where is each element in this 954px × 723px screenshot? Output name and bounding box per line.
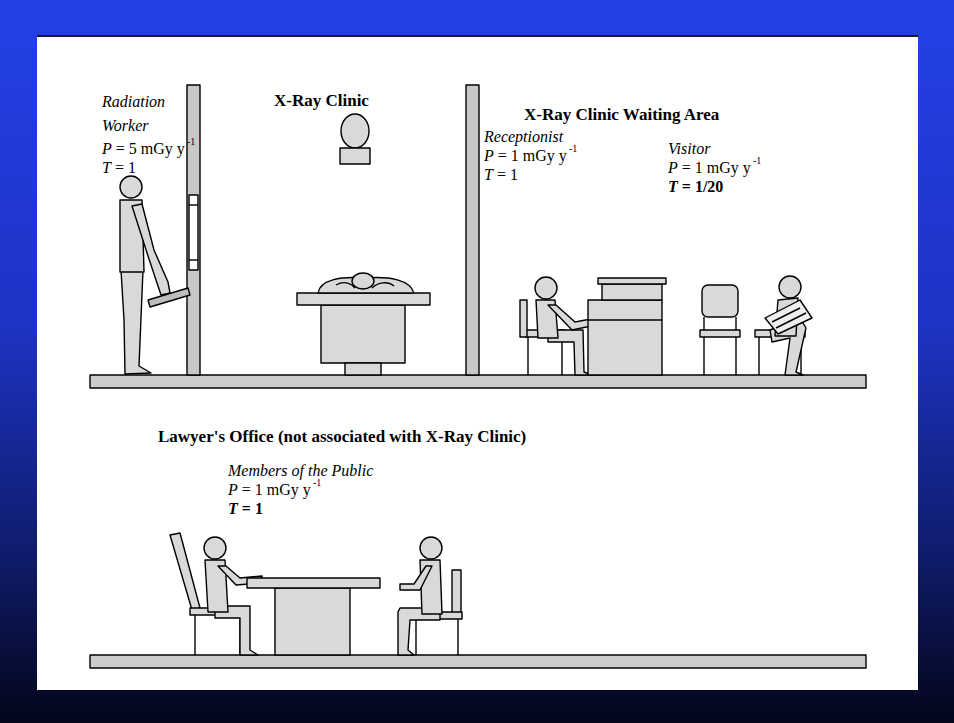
- occupancy-factor: T = 1/20: [668, 178, 723, 196]
- dose-limit: P = 1 mGy y: [228, 481, 311, 499]
- role-label: Visitor: [668, 140, 710, 158]
- role-label: Radiation Worker: [102, 90, 172, 138]
- shield-wall: [466, 85, 479, 375]
- role-label: Receptionist: [484, 128, 563, 146]
- visitor-figure: [755, 276, 812, 375]
- xray-table: [297, 273, 430, 375]
- lawyer-figure: [170, 533, 262, 655]
- reception-desk: [588, 278, 666, 375]
- superscript: -1: [753, 156, 761, 166]
- occupancy-factor: T = 1: [102, 159, 136, 177]
- xray-tube: [340, 114, 370, 164]
- client-figure: [398, 537, 462, 655]
- superscript: -1: [187, 137, 195, 147]
- occupancy-factor: T = 1: [228, 500, 263, 518]
- shield-wall: [187, 85, 200, 375]
- receptionist-figure: [520, 277, 596, 375]
- superscript: -1: [569, 144, 577, 154]
- room-heading: X-Ray Clinic Waiting Area: [524, 106, 719, 124]
- floor: [90, 655, 866, 668]
- worker-figure: [120, 176, 190, 374]
- role-label: Members of the Public: [228, 462, 373, 480]
- office-desk: [247, 578, 380, 655]
- floor: [90, 375, 866, 388]
- superscript: -1: [313, 478, 321, 488]
- dose-limit: P = 5 mGy y: [102, 140, 185, 158]
- occupancy-factor: T = 1: [484, 166, 518, 184]
- room-heading: Lawyer's Office (not associated with X-R…: [158, 428, 526, 446]
- dose-limit: P = 1 mGy y: [668, 159, 751, 177]
- room-heading: X-Ray Clinic: [274, 92, 369, 110]
- dose-limit: P = 1 mGy y: [484, 147, 567, 165]
- chair: [700, 285, 740, 375]
